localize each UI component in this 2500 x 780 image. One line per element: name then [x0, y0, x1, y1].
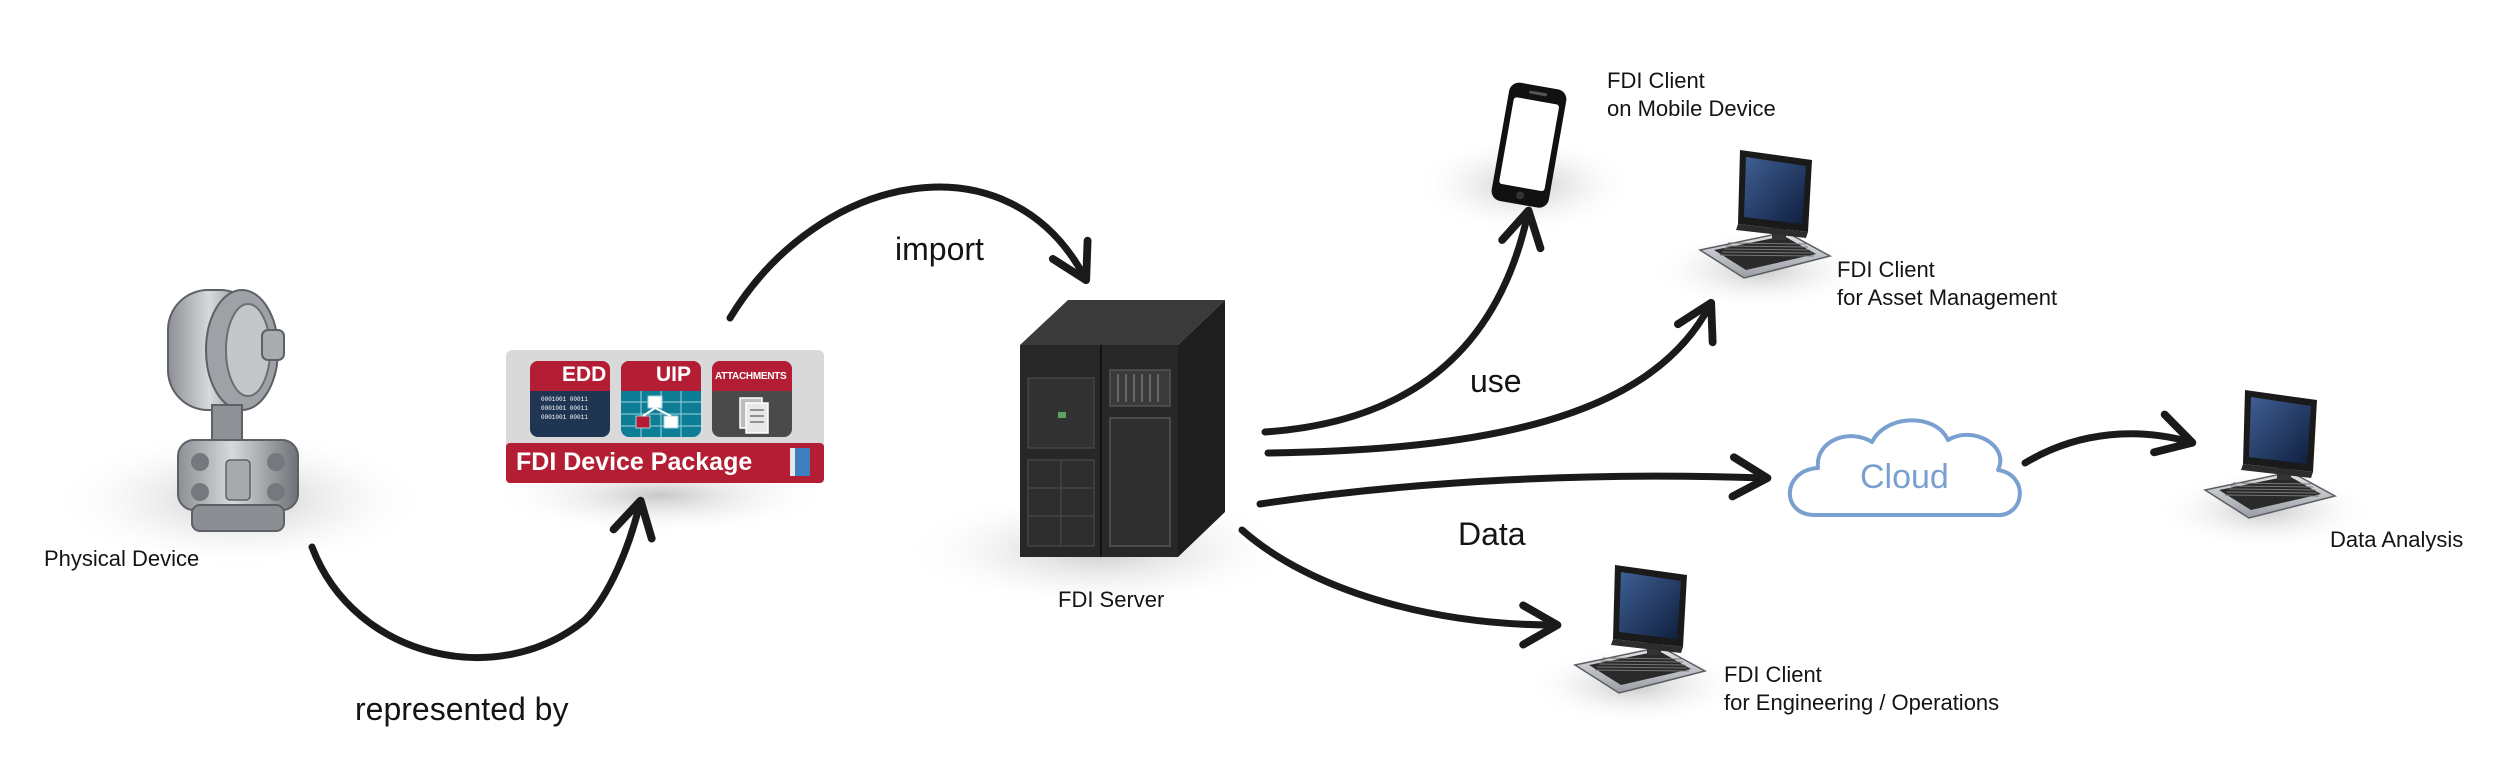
cloud-label: Cloud — [1860, 458, 1949, 496]
uip-tile — [621, 361, 701, 437]
document-icon — [739, 397, 769, 434]
edd-binary-line: 0001001 00011 — [541, 396, 588, 403]
mobile-client-node — [1415, 82, 1635, 235]
cloud-icon — [1787, 418, 2022, 518]
mobile-client-label-line2: on Mobile Device — [1607, 96, 1776, 121]
edd-binary-line: 0001001 00011 — [541, 414, 588, 421]
engineering-client-label-line2: for Engineering / Operations — [1724, 690, 2000, 715]
mobile-client-label-line1: FDI Client — [1607, 68, 1705, 93]
engineering-client-label: FDI Client for Engineering / Operations — [1724, 661, 1999, 717]
edge-data-cloud — [1256, 453, 1772, 508]
represented-by-label: represented by — [355, 691, 569, 727]
physical-device-node — [50, 289, 430, 570]
edge-use-asset — [1264, 298, 1717, 457]
smartphone-icon — [1491, 82, 1567, 208]
import-label: import — [895, 231, 984, 267]
fdi-server-node — [900, 300, 1300, 610]
edge-use-mobile — [1261, 206, 1545, 436]
engineering-client-label-line1: FDI Client — [1724, 662, 1822, 687]
book-icon — [790, 448, 810, 476]
fdi-device-package — [490, 350, 830, 535]
physical-device-label: Physical Device — [44, 546, 200, 571]
uip-tile-label: UIP — [656, 363, 692, 386]
edd-binary-line: 0001001 00011 — [541, 405, 588, 412]
server-rack-icon — [1020, 300, 1225, 557]
network-icon — [621, 391, 701, 437]
cloud-node — [1787, 418, 2022, 518]
fdi-server-label: FDI Server — [1058, 587, 1165, 612]
edge-represented-by — [308, 496, 656, 661]
pressure-transmitter-icon — [167, 289, 299, 532]
edge-engineering — [1238, 526, 1562, 649]
edd-binary-text: 0001001 00011 0001001 00011 0001001 0001… — [541, 395, 588, 422]
package-title-bar — [506, 443, 824, 483]
data-label: Data — [1458, 516, 1526, 552]
mobile-client-label: FDI Client on Mobile Device — [1607, 67, 1776, 123]
package-title: FDI Device Package — [516, 448, 753, 476]
asset-client-laptop-icon — [1650, 150, 1870, 310]
edge-cloud-analysis — [2021, 410, 2197, 467]
asset-client-label-line1: FDI Client — [1837, 257, 1935, 282]
analysis-laptop-icon — [2155, 390, 2375, 550]
edge-import — [726, 183, 1092, 322]
use-label: use — [1470, 363, 1522, 399]
asset-client-label-line2: for Asset Management — [1837, 285, 2058, 310]
edges — [308, 183, 2197, 661]
edd-tile — [530, 361, 610, 437]
data-analysis-label: Data Analysis — [2330, 527, 2464, 552]
engineering-client-laptop-icon — [1525, 565, 1745, 725]
attachments-tile-label: ATTACHMENTS — [715, 371, 787, 382]
attachments-tile — [712, 361, 792, 437]
edd-tile-label: EDD — [562, 363, 607, 386]
asset-client-label: FDI Client for Asset Management — [1837, 256, 2057, 312]
